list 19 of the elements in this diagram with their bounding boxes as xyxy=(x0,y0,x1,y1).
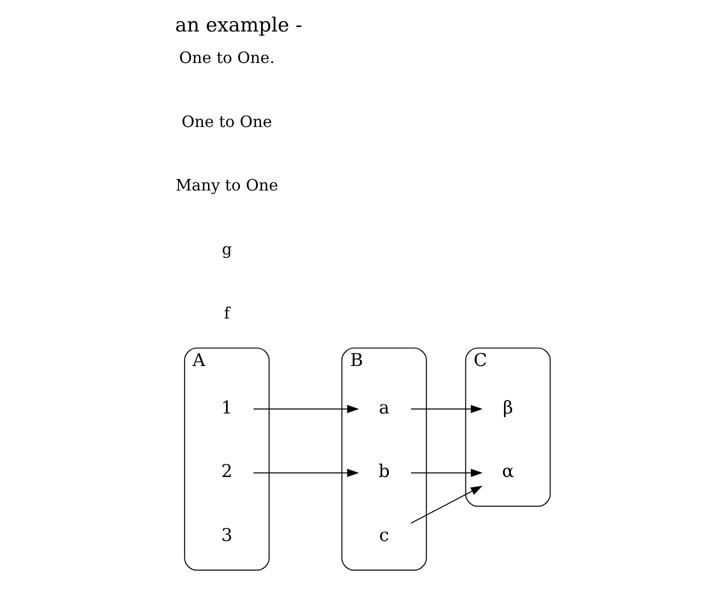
arrow xyxy=(252,404,358,414)
arrow xyxy=(410,486,482,524)
node-text: α xyxy=(501,462,514,482)
node-text: 2 xyxy=(220,462,232,482)
diagram-title: an example - xyxy=(174,14,302,37)
label: One to One xyxy=(181,112,272,131)
arrow xyxy=(410,468,482,478)
label: f xyxy=(223,303,230,322)
node-text: a xyxy=(378,398,389,418)
node-text: 3 xyxy=(220,526,232,546)
arrow xyxy=(410,404,482,414)
node-text: b xyxy=(378,462,390,482)
node-text: 1 xyxy=(220,398,232,418)
label: g xyxy=(221,240,232,259)
arrow xyxy=(252,468,358,478)
label: One to One. xyxy=(178,48,274,67)
node-text: β xyxy=(502,398,513,418)
node-text: c xyxy=(378,526,389,546)
label: Many to One xyxy=(175,176,278,195)
